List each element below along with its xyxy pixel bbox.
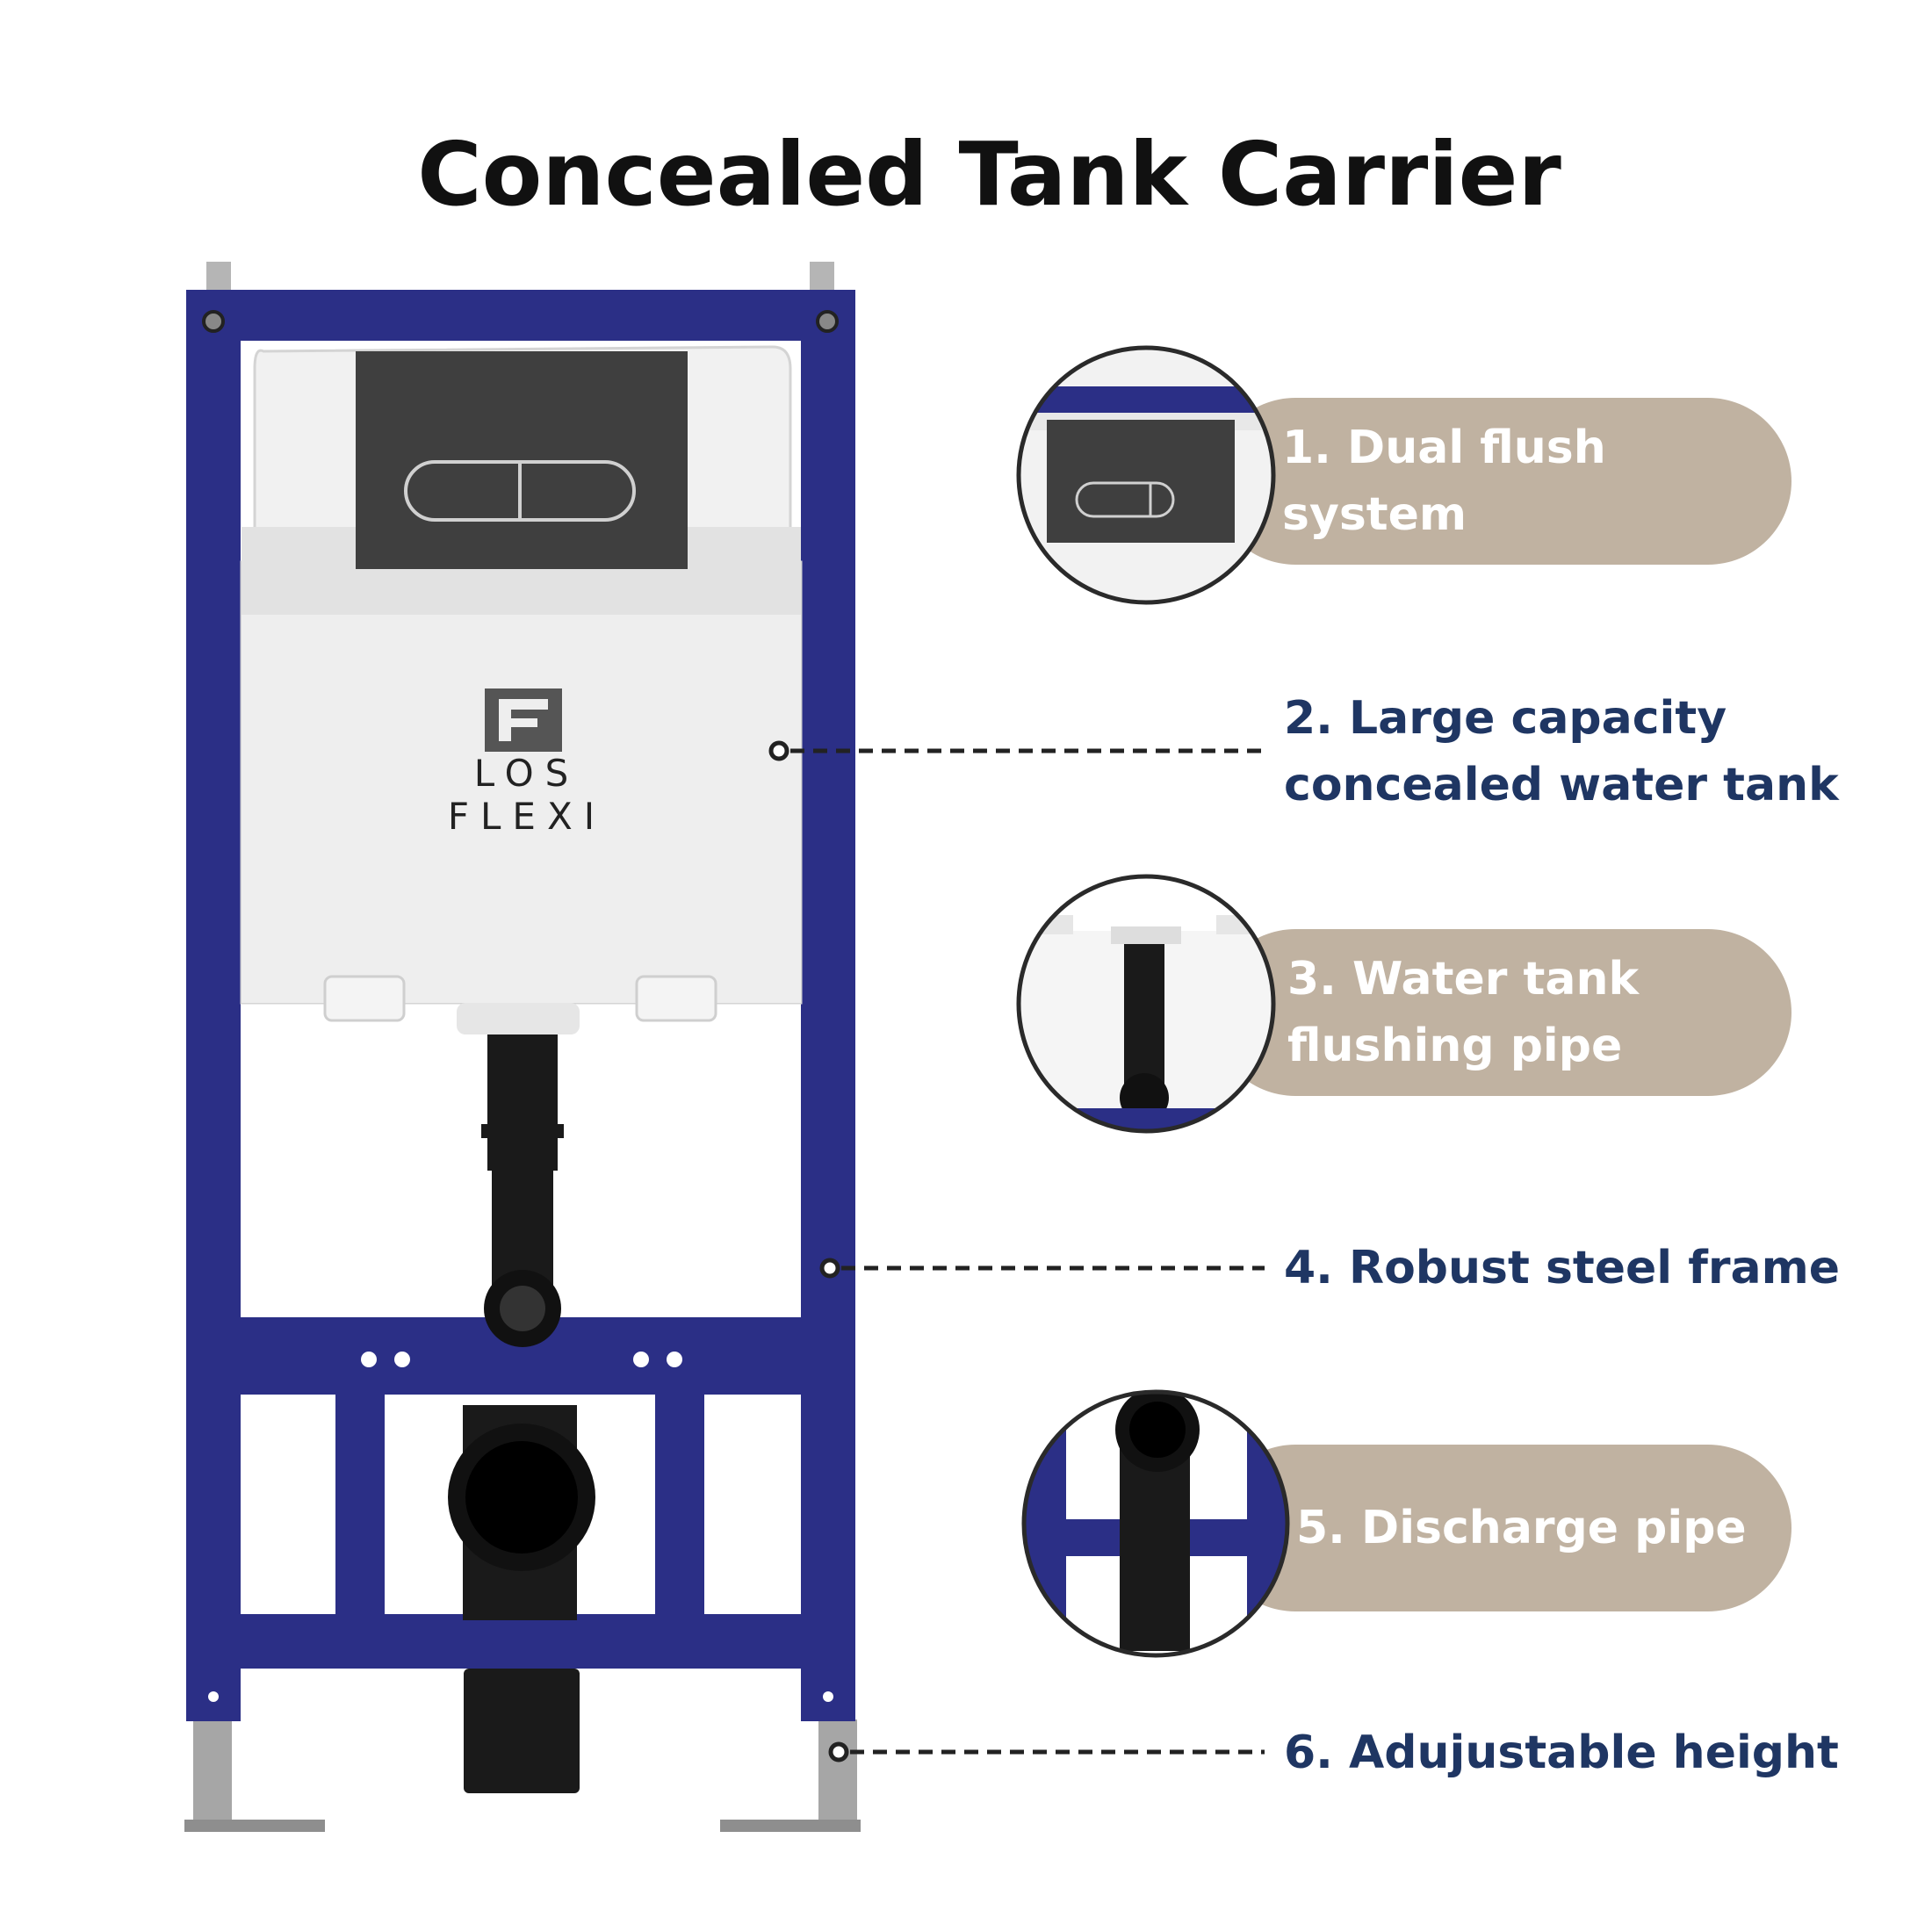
zoom-circle-dual-flush <box>1016 345 1276 605</box>
callout-text-2b: concealed water tank <box>1284 759 1839 811</box>
callout-text-6: 6. Adujustable height <box>1284 1727 1839 1779</box>
los-flexi-logo-icon <box>485 688 562 752</box>
callout-text-5: 5. Discharge pipe <box>1296 1502 1747 1554</box>
top-tab-left <box>206 262 231 295</box>
adjustable-leg-right <box>720 1719 861 1832</box>
callout-pill-3: 3. Water tank flushing pipe <box>1212 929 1791 1096</box>
frame-bolt-icon <box>816 310 839 333</box>
callout-leader-6 <box>828 1741 1265 1763</box>
callout-text-2a: 2. Large capacity <box>1284 692 1727 745</box>
flushing-pipe <box>481 1034 564 1347</box>
callout-label-2: 2. Large capacity concealed water tank <box>1284 685 1839 818</box>
frame-bolt-icon <box>202 310 225 333</box>
top-tab-right <box>810 262 834 295</box>
steel-frame <box>186 290 855 1721</box>
callout-pill-1: 1. Dual flush system <box>1212 398 1791 565</box>
callout-text-4: 4. Robust steel frame <box>1284 1242 1841 1294</box>
callout-text-3a: 3. Water tank <box>1287 953 1640 1006</box>
callout-leader-4 <box>819 1258 1265 1279</box>
dual-flush-plate <box>356 351 688 569</box>
zoom-circle-discharge-pipe <box>1021 1389 1290 1658</box>
brand-name: LOS FLEXI <box>447 752 607 838</box>
callout-pill-5: 5. Discharge pipe <box>1212 1445 1791 1611</box>
zoom-circle-flushing-pipe <box>1016 874 1276 1134</box>
callout-label-4: 4. Robust steel frame <box>1284 1235 1840 1301</box>
discharge-pipe <box>448 1405 595 1793</box>
callout-leader-2 <box>768 740 1265 761</box>
callout-text-1: 1. Dual flush system <box>1282 422 1606 541</box>
callout-text-3b: flushing pipe <box>1287 1020 1623 1072</box>
frame-holes <box>208 1352 833 1702</box>
adjustable-leg-left <box>184 1719 325 1832</box>
callout-label-6: 6. Adujustable height <box>1284 1719 1839 1786</box>
page-title: Concealed Tank Carrier <box>417 123 1561 226</box>
